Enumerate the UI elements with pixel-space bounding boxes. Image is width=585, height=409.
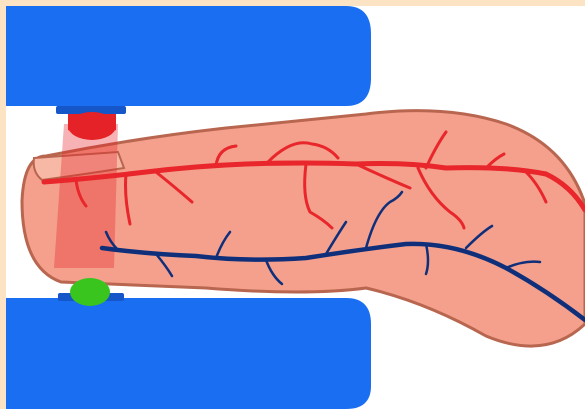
light-beam <box>54 124 118 268</box>
green-photodetector <box>70 278 110 306</box>
diagram-canvas <box>6 6 585 409</box>
oximeter-diagram <box>6 6 585 409</box>
upper-clip <box>6 6 371 106</box>
lower-clip <box>6 298 371 409</box>
red-led-dome <box>68 112 116 140</box>
